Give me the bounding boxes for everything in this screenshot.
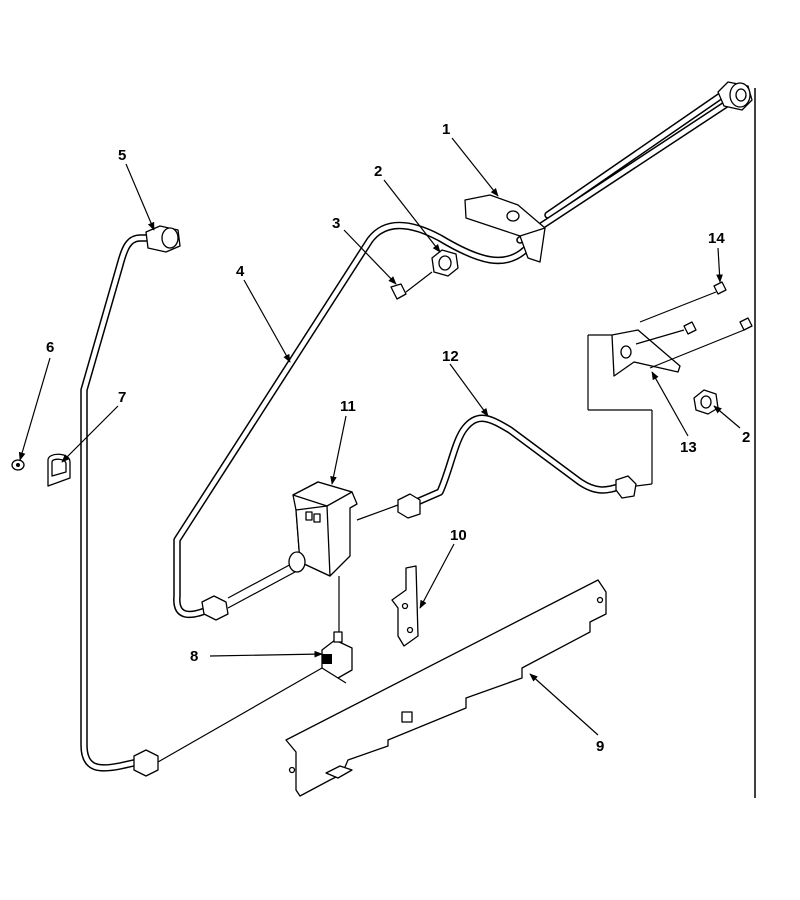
part-3-orifice [390, 271, 433, 300]
callout-7: 7 [118, 389, 126, 406]
part-13-bracket [611, 291, 745, 377]
callout-1: 1 [442, 121, 450, 138]
callout-2-lower: 2 [742, 429, 750, 446]
callout-14: 14 [708, 230, 725, 247]
callout-5: 5 [118, 147, 126, 164]
part-7-clamp [47, 453, 71, 487]
part-6-screw [11, 459, 25, 471]
manifold-fitting [717, 81, 753, 111]
part-4-tube [173, 221, 529, 621]
callout-6: 6 [46, 339, 54, 356]
part-1-bracket [464, 194, 546, 263]
callout-labels: 1 2 2 3 4 5 6 7 8 9 10 11 12 13 14 [46, 121, 750, 755]
callout-12: 12 [442, 348, 459, 365]
callout-2-upper: 2 [374, 163, 382, 180]
part-10-bracket [391, 565, 419, 647]
part-9-plate [285, 579, 607, 797]
manifold-tubes [516, 91, 732, 244]
callout-13: 13 [680, 439, 697, 456]
part-11-valve [288, 481, 399, 635]
leader-lines [18, 137, 741, 736]
callout-11: 11 [340, 398, 356, 415]
part-8-regulator [321, 631, 353, 684]
callout-3: 3 [332, 215, 340, 232]
callout-10: 10 [450, 527, 467, 544]
part-14-screws [683, 281, 753, 335]
part-2-nut-lower [693, 389, 719, 415]
callout-8: 8 [190, 648, 198, 665]
part-2-nut-upper [431, 249, 459, 277]
part-12-tube [397, 334, 653, 519]
callout-4: 4 [236, 263, 245, 280]
part-5-tube [80, 225, 323, 777]
callout-9: 9 [596, 738, 604, 755]
